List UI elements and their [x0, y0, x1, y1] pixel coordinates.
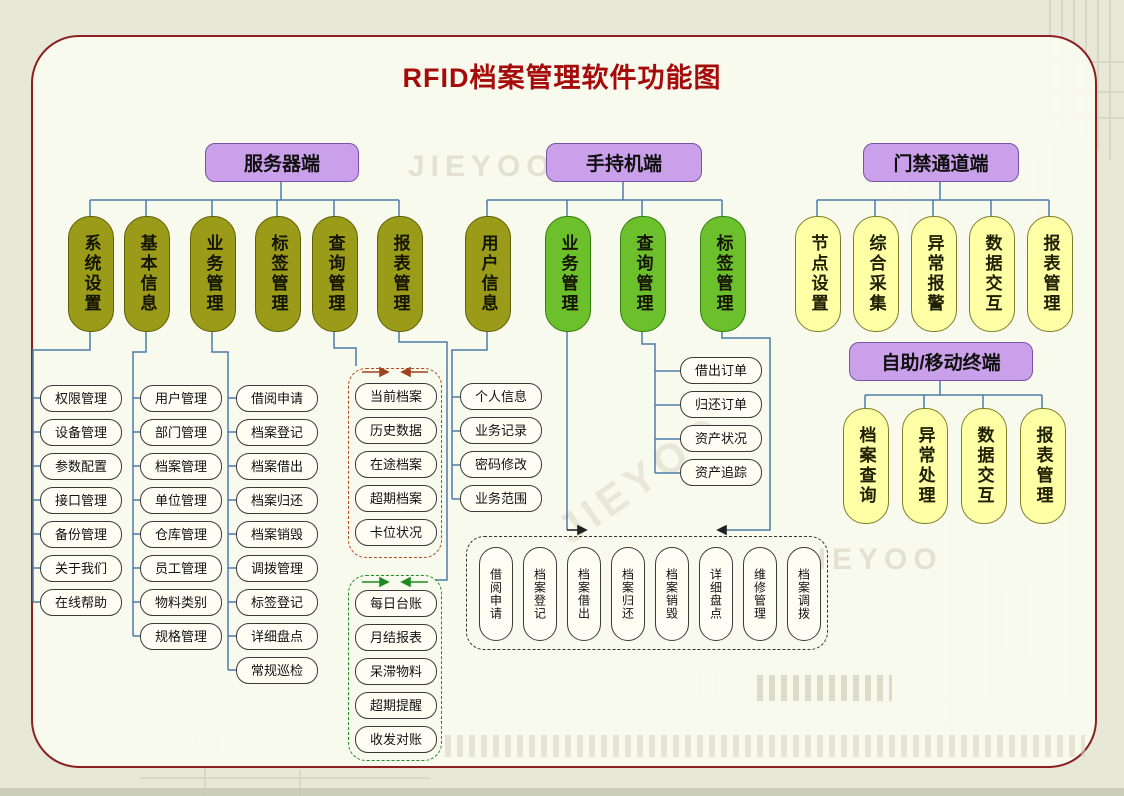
module-system-settings: 系统设置	[68, 216, 114, 332]
pad-grid-decoration	[757, 675, 892, 701]
leaf-node: 档案登记	[523, 547, 557, 641]
leaf-node: 业务范围	[460, 485, 542, 512]
watermark: JIEYOO	[408, 150, 556, 183]
hh-query-children: 借出订单归还订单资产状况资产追踪	[680, 357, 762, 486]
leaf-node: 详细盘点	[236, 623, 318, 650]
module-hh-query-mgmt: 查询管理	[620, 216, 666, 332]
leaf-node: 档案调拨	[787, 547, 821, 641]
hh-business-children-group: 借阅申请档案登记档案借出档案归还档案销毁详细盘点维修管理档案调拨	[466, 536, 828, 650]
leaf-node: 接口管理	[40, 487, 122, 514]
leaf-node: 档案借出	[567, 547, 601, 641]
leaf-node: 详细盘点	[699, 547, 733, 641]
leaf-node: 在途档案	[355, 451, 437, 478]
leaf-node: 设备管理	[40, 419, 122, 446]
server-header: 服务器端	[205, 143, 359, 182]
module-data-exchange: 数据交互	[969, 216, 1015, 332]
leaf-node: 在线帮助	[40, 589, 122, 616]
leaf-node: 仓库管理	[140, 521, 222, 548]
business-children: 借阅申请档案登记档案借出档案归还档案销毁调拨管理标签登记详细盘点常规巡检	[236, 385, 318, 684]
leaf-node: 月结报表	[355, 624, 437, 651]
leaf-node: 档案管理	[140, 453, 222, 480]
hh-business-children: 借阅申请档案登记档案借出档案归还档案销毁详细盘点维修管理档案调拨	[467, 537, 827, 641]
query-children-group: 当前档案历史数据在途档案超期档案卡位状况	[348, 368, 442, 558]
leaf-node: 单位管理	[140, 487, 222, 514]
leaf-node: 权限管理	[40, 385, 122, 412]
module-collection: 综合采集	[853, 216, 899, 332]
report-children: 每日台账月结报表呆滞物料超期提醒收发对账	[349, 576, 441, 753]
terminal-header: 自助/移动终端	[849, 342, 1033, 381]
leaf-node: 备份管理	[40, 521, 122, 548]
leaf-node: 档案销毁	[236, 521, 318, 548]
leaf-node: 资产追踪	[680, 459, 762, 486]
leaf-node: 员工管理	[140, 555, 222, 582]
module-business-mgmt: 业务管理	[190, 216, 236, 332]
leaf-node: 每日台账	[355, 590, 437, 617]
leaf-node: 档案借出	[236, 453, 318, 480]
tick-strip-decoration	[445, 735, 1085, 757]
leaf-node: 归还订单	[680, 391, 762, 418]
module-term-report: 报表管理	[1020, 408, 1066, 524]
leaf-node: 调拨管理	[236, 555, 318, 582]
leaf-node: 超期档案	[355, 485, 437, 512]
leaf-node: 档案归还	[236, 487, 318, 514]
leaf-node: 关于我们	[40, 555, 122, 582]
leaf-node: 档案登记	[236, 419, 318, 446]
diagram-title: RFID档案管理软件功能图	[402, 63, 722, 93]
module-query-mgmt: 查询管理	[312, 216, 358, 332]
leaf-node: 超期提醒	[355, 692, 437, 719]
leaf-node: 历史数据	[355, 417, 437, 444]
handheld-header: 手持机端	[546, 143, 702, 182]
leaf-node: 用户管理	[140, 385, 222, 412]
module-archive-query: 档案查询	[843, 408, 889, 524]
module-hh-business-mgmt: 业务管理	[545, 216, 591, 332]
leaf-node: 个人信息	[460, 383, 542, 410]
module-node-settings: 节点设置	[795, 216, 841, 332]
leaf-node: 呆滞物料	[355, 658, 437, 685]
module-hh-tag-mgmt: 标签管理	[700, 216, 746, 332]
module-tag-mgmt: 标签管理	[255, 216, 301, 332]
leaf-node: 收发对账	[355, 726, 437, 753]
leaf-node: 档案归还	[611, 547, 645, 641]
leaf-node: 维修管理	[743, 547, 777, 641]
module-basic-info: 基本信息	[124, 216, 170, 332]
leaf-node: 业务记录	[460, 417, 542, 444]
leaf-node: 密码修改	[460, 451, 542, 478]
leaf-node: 卡位状况	[355, 519, 437, 546]
report-children-group: 每日台账月结报表呆滞物料超期提醒收发对账	[348, 575, 442, 761]
bottom-edge-decoration	[0, 788, 1124, 796]
module-user-info: 用户信息	[465, 216, 511, 332]
leaf-node: 档案销毁	[655, 547, 689, 641]
module-gate-report: 报表管理	[1027, 216, 1073, 332]
module-report-mgmt: 报表管理	[377, 216, 423, 332]
user-info-children: 个人信息业务记录密码修改业务范围	[460, 383, 542, 512]
module-term-data-exchange: 数据交互	[961, 408, 1007, 524]
leaf-node: 标签登记	[236, 589, 318, 616]
leaf-node: 借阅申请	[479, 547, 513, 641]
leaf-node: 借出订单	[680, 357, 762, 384]
module-alarm: 异常报警	[911, 216, 957, 332]
gate-header: 门禁通道端	[863, 143, 1019, 182]
leaf-node: 物料类别	[140, 589, 222, 616]
basic-info-children: 用户管理部门管理档案管理单位管理仓库管理员工管理物料类别规格管理	[140, 385, 222, 650]
leaf-node: 借阅申请	[236, 385, 318, 412]
system-settings-children: 权限管理设备管理参数配置接口管理备份管理关于我们在线帮助	[40, 385, 122, 616]
module-exception-handling: 异常处理	[902, 408, 948, 524]
leaf-node: 规格管理	[140, 623, 222, 650]
query-children: 当前档案历史数据在途档案超期档案卡位状况	[349, 369, 441, 546]
leaf-node: 常规巡检	[236, 657, 318, 684]
leaf-node: 资产状况	[680, 425, 762, 452]
leaf-node: 参数配置	[40, 453, 122, 480]
leaf-node: 部门管理	[140, 419, 222, 446]
leaf-node: 当前档案	[355, 383, 437, 410]
